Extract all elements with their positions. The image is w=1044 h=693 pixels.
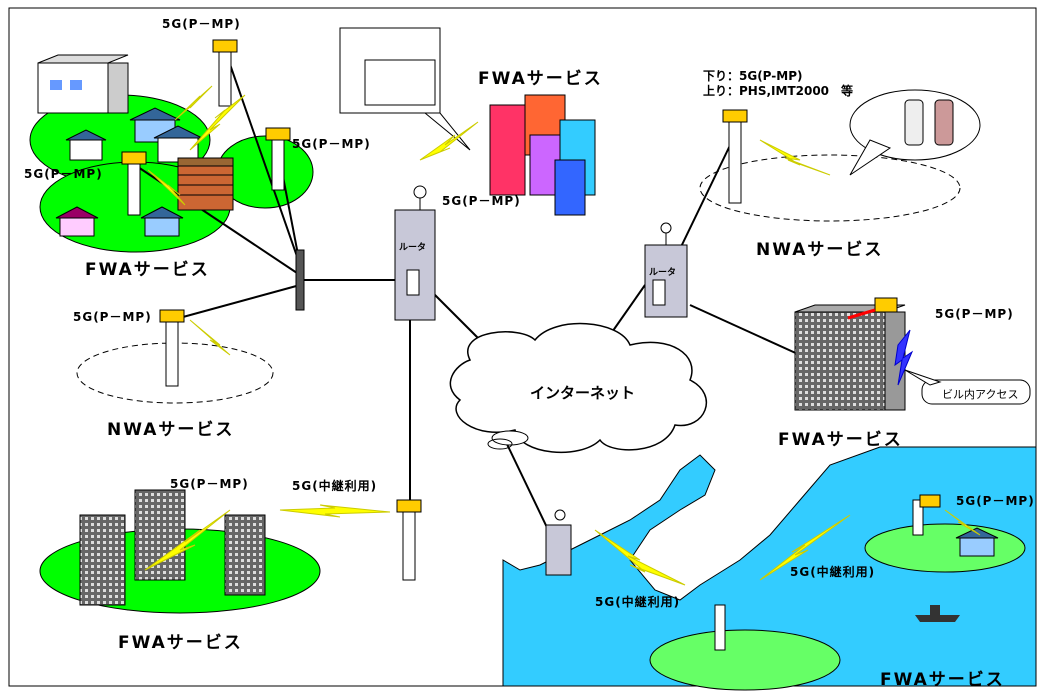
city-buildings-colorful <box>489 94 596 216</box>
internet-cloud <box>449 322 708 453</box>
label-p2mp-top: 5G(P－MP) <box>162 17 241 31</box>
label-indoor-access: ビル内アクセス <box>942 388 1019 401</box>
office-towers-bottom-left <box>79 489 266 606</box>
router-sea <box>545 509 572 576</box>
label-router-right: ルータ <box>649 268 677 278</box>
label-uplink: 上り：PHS,IMT2000 等 <box>703 84 854 98</box>
house-detached-top <box>37 54 129 114</box>
label-p2mp-building: 5G(P－MP) <box>935 307 1014 321</box>
nwa-area-right <box>699 154 961 222</box>
label-internet: インターネット <box>530 384 636 402</box>
ship <box>915 605 960 622</box>
label-fwa-top-center: FWAサービス <box>478 69 603 89</box>
feeder-cable <box>847 308 876 320</box>
label-p2mp-nwa-left: 5G(P－MP) <box>73 310 152 324</box>
indoor-access-callout <box>904 369 1031 405</box>
label-relay-left: 5G(中継利用) <box>292 479 378 493</box>
label-p2mp-office: 5G(P－MP) <box>170 477 249 491</box>
phones-callout <box>849 89 981 176</box>
label-nwa-right: NWAサービス <box>756 240 884 260</box>
label-p2mp-island: 5G(P－MP) <box>956 494 1035 508</box>
label-fwa-sea: FWAサービス <box>880 670 1005 690</box>
label-nwa-left: NWAサービス <box>107 420 235 440</box>
label-fwa-bottom-left: FWAサービス <box>118 633 243 653</box>
computer-screen-callout <box>339 27 471 151</box>
label-p2mp-left-tl: 5G(P－MP) <box>24 167 103 181</box>
apartment-building <box>177 157 234 211</box>
label-p2mp-right-tl: 5G(P－MP) <box>292 137 371 151</box>
router-right <box>644 222 688 318</box>
base-stations <box>121 39 941 651</box>
label-relay-sea-left: 5G(中継利用) <box>595 595 681 609</box>
label-fwa-top-left: FWAサービス <box>85 260 210 280</box>
sea-area <box>502 446 1037 691</box>
label-downlink: 下り：5G(P-MP) <box>703 69 803 83</box>
label-p2mp-router: 5G(P－MP) <box>442 194 521 208</box>
radio-links <box>144 85 981 586</box>
label-relay-sea-right: 5G(中継利用) <box>790 565 876 579</box>
router-center <box>394 185 436 321</box>
building-indoor-access <box>794 304 906 411</box>
label-fwa-building: FWAサービス <box>778 430 903 450</box>
label-router-center: ルータ <box>399 243 427 253</box>
